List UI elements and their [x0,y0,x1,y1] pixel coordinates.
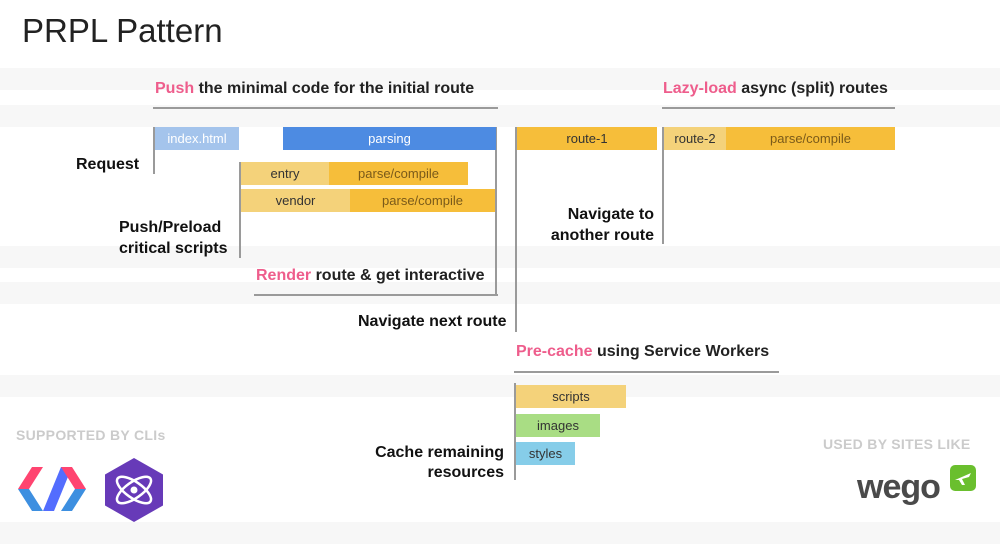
render-line [495,127,497,294]
push-accent: Push [155,80,195,97]
slide-title: PRPL Pattern [22,12,223,49]
navigate-another-label-2: another route [550,227,654,244]
navigate-next-line [515,127,517,332]
precache-accent: Pre-cache [516,343,593,360]
preact-logo-icon [103,457,165,523]
vendor-segment: vendor [241,189,350,212]
background-band [0,282,1000,304]
precache-rest: using Service Workers [592,343,770,360]
lazy-heading: Lazy-load async (split) routes [663,80,888,98]
push-underline [153,107,498,109]
cache-line [514,383,516,480]
images-segment: images [516,414,600,437]
render-heading: Render route & get interactive [256,267,485,285]
render-rest: route & get interactive [311,267,485,284]
lazy-underline [662,107,895,109]
render-underline [254,294,498,296]
push-heading: Push the minimal code for the initial ro… [155,80,474,98]
cache-remaining-label-1: Cache remaining [375,444,504,461]
background-band [0,105,1000,127]
styles-segment: styles [516,442,575,465]
supported-by-label: SUPPORTED BY CLIs [16,427,166,443]
wego-logo-text: wego [857,468,941,506]
route-2-parse-segment: parse/compile [726,127,895,150]
request-line [153,127,155,174]
push-preload-label-2: critical scripts [119,240,228,257]
vendor-parse-segment: parse/compile [350,189,495,212]
preload-line [239,162,241,258]
polymer-logo-icon [16,463,88,515]
navigate-another-line [662,127,664,244]
precache-heading: Pre-cache using Service Workers [516,343,769,361]
wego-plane-icon [950,465,976,491]
precache-underline [514,371,779,373]
background-band [0,375,1000,397]
cache-remaining-label-2: resources [427,464,505,481]
navigate-another-label-1: Navigate to [567,206,654,223]
parsing-segment: parsing [283,127,496,150]
entry-parse-segment: parse/compile [329,162,468,185]
used-by-label: USED BY SITES LIKE [823,436,971,452]
render-accent: Render [256,267,312,284]
lazy-rest: async (split) routes [736,80,888,97]
scripts-segment: scripts [516,385,626,408]
navigate-next-label: Navigate next route [358,313,507,330]
entry-segment: entry [241,162,329,185]
push-rest: the minimal code for the initial route [194,80,475,97]
lazy-accent: Lazy-load [663,80,737,97]
background-band [0,68,1000,90]
route-2-segment: route-2 [664,127,726,150]
push-preload-label-1: Push/Preload [119,219,222,236]
background-band [0,522,1000,544]
background-band [0,246,1000,268]
index-html-segment: index.html [155,127,239,150]
request-label: Request [76,156,140,173]
route-1-segment: route-1 [517,127,657,150]
